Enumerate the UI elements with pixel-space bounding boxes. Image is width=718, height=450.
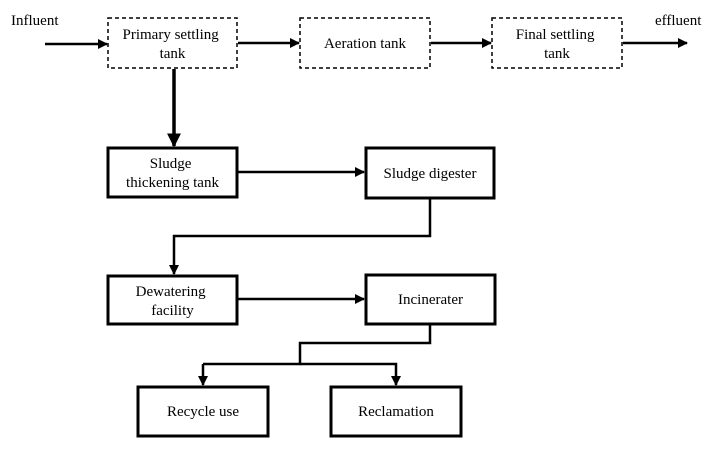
node-incinerater: Incinerater bbox=[364, 273, 497, 326]
arrow-split-to-reclamation bbox=[300, 362, 401, 386]
node-label-line: tank bbox=[160, 46, 186, 62]
node-label-line: Aeration tank bbox=[324, 36, 407, 52]
connector-incinerater-split bbox=[203, 325, 432, 366]
node-label-line: Primary settling bbox=[123, 27, 220, 43]
node-reclamation: Reclamation bbox=[329, 385, 463, 438]
node-box bbox=[491, 17, 623, 69]
node-label-line: Sludge bbox=[150, 156, 192, 172]
svg-text:Sludge digester: Sludge digester bbox=[384, 166, 477, 182]
effluent-label: effluent bbox=[655, 13, 702, 29]
svg-text:Dewatering facility: Dewatering facility bbox=[136, 284, 210, 319]
node-label-line: Recycle use bbox=[167, 404, 239, 420]
node-box bbox=[364, 146, 496, 200]
node-final-settling-tank: Final settling tank bbox=[491, 17, 623, 69]
node-label-line: Dewatering bbox=[136, 284, 206, 300]
node-box bbox=[106, 274, 239, 326]
svg-text:Primary settling tank: Primary settling tank bbox=[123, 27, 223, 62]
node-label-line: tank bbox=[544, 46, 570, 62]
svg-text:Sludge thickening tank: Sludge thickening tank bbox=[126, 156, 219, 191]
node-label-line: thickening tank bbox=[126, 175, 219, 191]
svg-text:Recycle use: Recycle use bbox=[167, 404, 239, 420]
node-aeration-tank: Aeration tank bbox=[299, 17, 431, 69]
node-sludge-digester: Sludge digester bbox=[364, 146, 496, 200]
influent-label: Influent bbox=[11, 13, 59, 29]
node-box bbox=[136, 385, 270, 438]
node-label-line: Incinerater bbox=[398, 292, 463, 308]
node-dewatering-facility: Dewatering facility bbox=[106, 274, 239, 326]
svg-text:Final settling tank: Final settling tank bbox=[516, 27, 599, 62]
node-label-line: facility bbox=[151, 303, 194, 319]
node-label-line: Sludge digester bbox=[384, 166, 477, 182]
node-label-line: Reclamation bbox=[358, 404, 434, 420]
arrow-digester-to-dewatering bbox=[169, 199, 432, 275]
node-recycle-use: Recycle use bbox=[136, 385, 270, 438]
node-box bbox=[107, 17, 238, 69]
node-box bbox=[329, 385, 463, 438]
node-box bbox=[106, 146, 239, 199]
svg-text:Incinerater: Incinerater bbox=[398, 292, 463, 308]
svg-text:Aeration tank: Aeration tank bbox=[324, 36, 407, 52]
node-sludge-thickening-tank: Sludge thickening tank bbox=[106, 146, 239, 199]
svg-text:Reclamation: Reclamation bbox=[358, 404, 434, 420]
node-box bbox=[364, 273, 497, 326]
node-label-line: Final settling bbox=[516, 27, 595, 43]
connectors bbox=[45, 38, 688, 386]
node-primary-settling-tank: Primary settling tank bbox=[107, 17, 238, 69]
node-box bbox=[299, 17, 431, 69]
